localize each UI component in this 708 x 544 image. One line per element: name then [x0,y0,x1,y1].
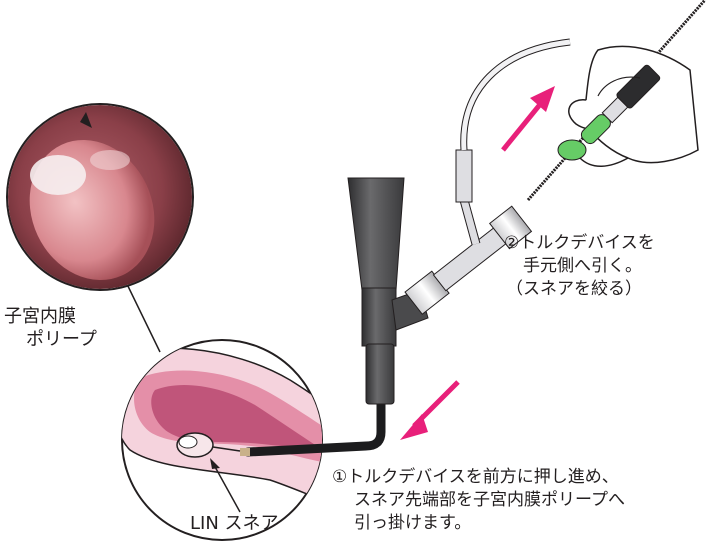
hand-with-torque-device [558,46,698,166]
snare-label: LIN スネア [190,512,279,535]
endoscopic-view-leader-line [125,280,160,352]
polyp-label: 子宮内膜 ポリープ [4,305,97,351]
endoscopic-view-circle [0,100,200,301]
push-direction-arrow [400,382,458,440]
step1-instruction: ①トルクデバイスを前方に押し進め、 スネア先端部を子宮内膜ポリープへ 引っ掛けま… [332,466,625,535]
pull-direction-arrow [503,86,555,150]
step2-instruction: ②トルクデバイスを 手元側へ引く。 （スネアを絞る） [504,232,655,301]
